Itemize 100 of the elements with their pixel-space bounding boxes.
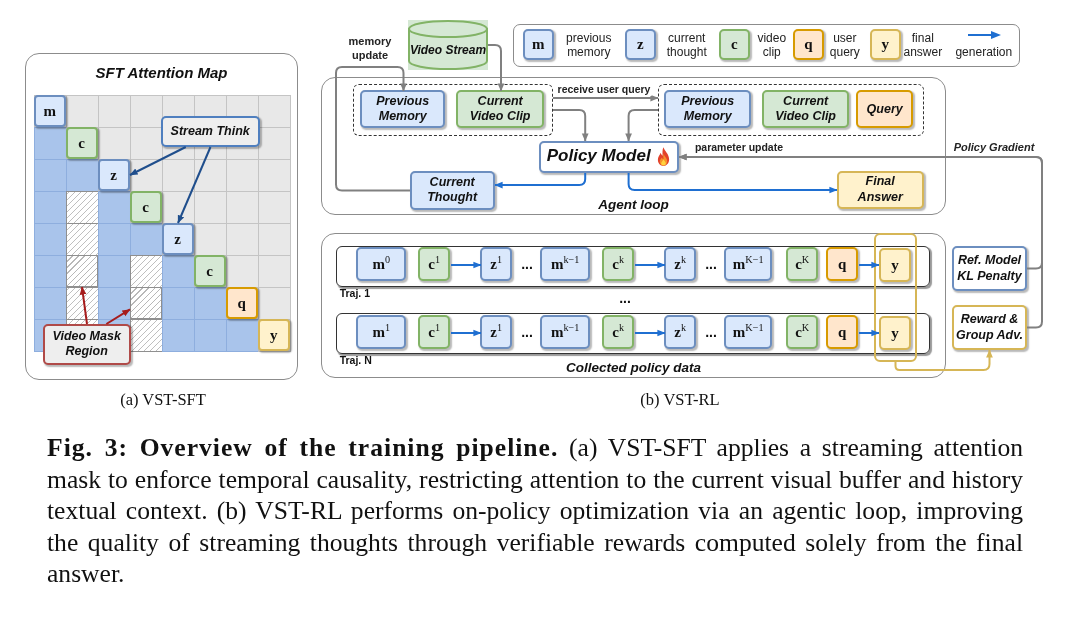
token-label: c$^{k}$ — [612, 255, 625, 274]
row-title: Traj. 1 — [339, 286, 371, 300]
arrow — [552, 109, 589, 142]
token-label: m$^{k−1}$ — [550, 255, 580, 274]
model-box — [538, 140, 679, 173]
arrow — [335, 66, 411, 192]
figure-caption: Fig. 3: Overview of the training pipeline. (a) VST-SFT applies a streaming attention mask to enforce temporal causality, restricting attention to the current visual buffer and history textual context. (b) VST-RL performs on-policy optimization via an agentic loop, improving the quality of streaming thoughts through verifiable rewards computed solely from the final answer. — [47, 432, 1023, 590]
token-label: c$^{k}$ — [612, 323, 625, 342]
arrow — [634, 329, 666, 337]
token-label: z$^{1}$ — [490, 323, 503, 342]
token-square — [33, 94, 66, 127]
arrow — [129, 146, 187, 176]
edge-label: parameter update — [693, 141, 785, 155]
ellipsis-text: ... — [521, 256, 533, 272]
token-letter: q — [237, 293, 246, 312]
subfigure-caption: (b) VST-RL — [640, 390, 720, 410]
panel — [321, 233, 946, 378]
arrow — [858, 329, 880, 337]
box-label: Ref. Model KL Penalty — [956, 253, 1023, 284]
token-box — [602, 247, 635, 282]
panel — [25, 53, 298, 380]
token-box — [724, 315, 773, 350]
token-box — [786, 315, 819, 350]
box-label: Current Thought — [426, 174, 479, 206]
swatch-letter: c — [730, 36, 738, 52]
token-label: q — [838, 323, 847, 342]
token-box — [786, 247, 819, 282]
legend-text: current thought — [665, 30, 708, 60]
arrow — [494, 172, 587, 189]
rounded-box — [456, 90, 545, 129]
dashed-group — [352, 83, 553, 136]
ellipsis-text: ... — [521, 324, 533, 340]
token-box — [724, 247, 773, 282]
arrow — [625, 109, 659, 142]
token-label: m$^{K−1}$ — [732, 323, 764, 342]
arrow — [894, 349, 993, 371]
callout-box — [42, 323, 131, 365]
rounded-box — [952, 305, 1027, 350]
token-box — [540, 247, 591, 282]
token-letter: m — [43, 101, 56, 120]
arrow — [177, 146, 212, 224]
legend-text: final answer — [902, 30, 944, 60]
ellipsis-text: ... — [619, 290, 631, 306]
callout-box — [160, 115, 260, 147]
cylinder-label: Video Stream — [409, 43, 487, 58]
token-box — [664, 247, 697, 282]
arrow — [678, 153, 1043, 329]
token-label: c$^{K}$ — [795, 323, 810, 342]
subfigure-caption: (a) VST-SFT — [120, 390, 206, 410]
token-box — [418, 247, 451, 282]
callout-text: Stream Think — [170, 123, 250, 139]
swatch-letter: z — [636, 36, 644, 52]
token-label: z$^{1}$ — [490, 255, 503, 274]
token-letter: c — [78, 133, 85, 152]
rounded-box — [664, 90, 752, 129]
box-label: Query — [866, 101, 903, 117]
panel — [321, 77, 946, 215]
edge-label: Policy Gradient — [952, 141, 1036, 155]
row-title: Traj. N — [339, 353, 372, 367]
token-box — [879, 316, 911, 350]
token-box — [480, 315, 513, 350]
swatch-letter: y — [881, 36, 890, 52]
swatch-letter: m — [532, 36, 545, 52]
edge-label: receive user query — [556, 83, 652, 97]
arrow — [79, 286, 88, 325]
panel-title: Agent loop — [598, 196, 669, 213]
arrow — [450, 329, 482, 337]
arrow — [858, 261, 880, 269]
arrow — [634, 261, 666, 269]
token-box — [356, 247, 407, 282]
box-label: Reward & Group Adv. — [955, 312, 1024, 343]
box-label: Previous Memory — [680, 93, 736, 125]
box-label: Current Video Clip — [774, 93, 837, 125]
token-box — [826, 315, 859, 350]
legend-text: generation — [955, 44, 1013, 60]
token-letter: c — [206, 261, 213, 280]
legend-text: previous memory — [565, 30, 613, 60]
rounded-box — [856, 90, 914, 129]
ellipsis-text: ... — [705, 324, 717, 340]
token-box — [480, 247, 513, 282]
box-label: Current Video Clip — [468, 93, 532, 125]
token-box — [540, 315, 591, 350]
rounded-box — [762, 90, 850, 129]
token-box — [879, 248, 911, 282]
token-box — [664, 315, 697, 350]
dashed-group — [657, 83, 924, 136]
rounded-box — [409, 170, 495, 210]
token-label: m$^{K−1}$ — [732, 255, 764, 274]
arrow — [552, 94, 659, 102]
rounded-box — [836, 170, 924, 209]
arrow — [105, 308, 131, 325]
box-label: Final Answer — [856, 174, 905, 205]
token-label: m$^{1}$ — [372, 323, 390, 342]
token-label: y — [891, 323, 899, 343]
token-box — [418, 315, 451, 350]
rounded-box — [952, 246, 1027, 291]
token-label: c$^{1}$ — [428, 255, 441, 274]
token-label: m$^{0}$ — [372, 255, 390, 274]
rounded-box — [360, 90, 446, 129]
token-label: m$^{k−1}$ — [550, 323, 580, 342]
